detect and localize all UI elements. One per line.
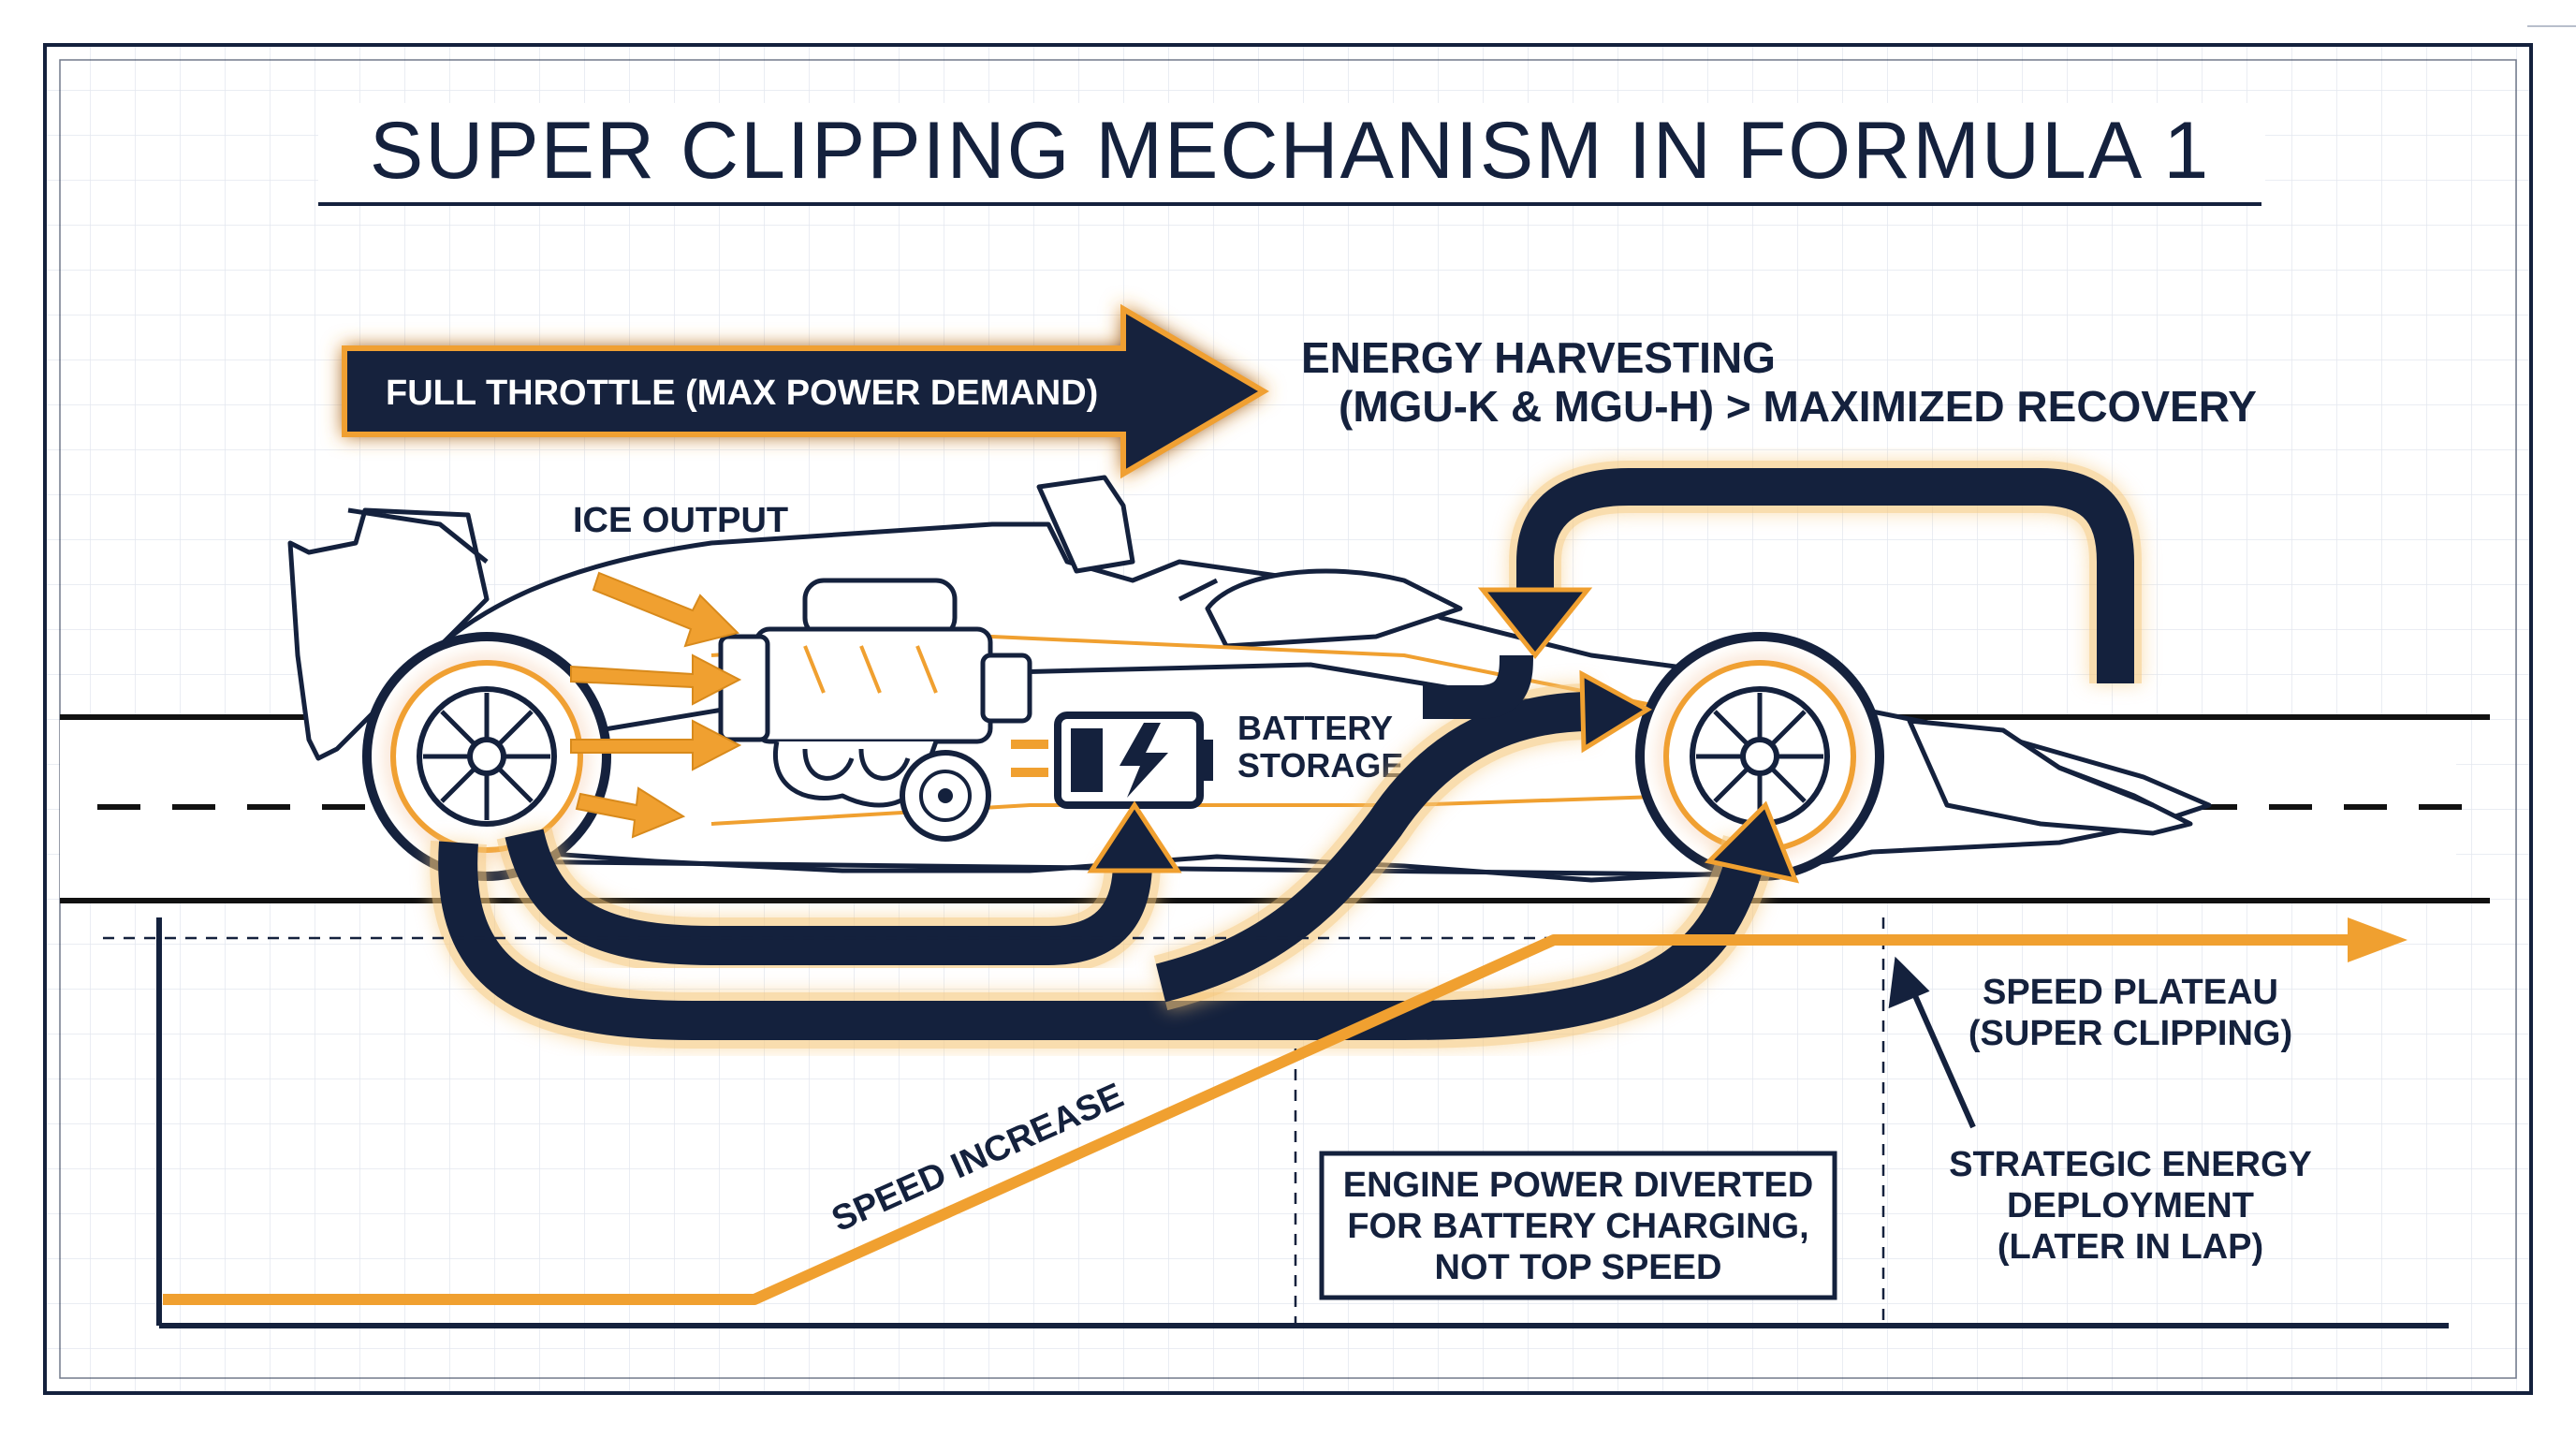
page-title: SUPER CLIPPING MECHANISM IN FORMULA 1 [370, 106, 2210, 196]
engine-power-label-2: FOR BATTERY CHARGING, [1347, 1207, 1808, 1246]
battery-bolt-icon [1011, 712, 1213, 809]
speed-curve [163, 917, 2408, 1305]
outer-frame [43, 43, 2533, 1395]
ice-output-arrows [570, 571, 742, 839]
strategic-deployment-label-2: DEPLOYMENT [2007, 1186, 2254, 1225]
v6-engine-icon [718, 578, 1032, 808]
strategic-deployment-label-3: (LATER IN LAP) [1998, 1227, 2263, 1267]
full-throttle-arrow [342, 303, 1269, 479]
speed-chart-axes [103, 917, 2449, 1328]
turbocharger-icon [900, 750, 991, 842]
strategic-deployment-label-1: STRATEGIC ENERGY [1949, 1145, 2312, 1184]
mgu-k-flow-arrows [430, 654, 1778, 1049]
battery-storage-label-2: STORAGE [1237, 746, 1403, 785]
speed-plateau-label-2: (SUPER CLIPPING) [1969, 1014, 2292, 1053]
engine-power-label-3: NOT TOP SPEED [1435, 1248, 1722, 1287]
battery-storage-label-1: BATTERY [1237, 709, 1393, 747]
engine-power-diverted-box: ENGINE POWER DIVERTED FOR BATTERY CHARGI… [1319, 1151, 1837, 1300]
mgu-harvest-loop-arrow [1477, 461, 2142, 683]
energy-harvesting-label: ENERGY HARVESTING [1301, 333, 1776, 382]
full-throttle-label: FULL THROTTLE (MAX POWER DEMAND) [386, 374, 1098, 413]
energy-recovery-label: (MGU-K & MGU-H) > MAXIMIZED RECOVERY [1339, 382, 2257, 431]
engine-power-label-1: ENGINE POWER DIVERTED [1343, 1166, 1814, 1205]
ice-output-label: ICE OUTPUT [573, 501, 788, 540]
strategic-pointer-arrow [1888, 956, 1976, 1129]
front-wheel [1635, 632, 1884, 881]
flow-arrowheads [1087, 669, 1800, 884]
rear-wheel [362, 632, 611, 881]
speed-plateau-label-1: SPEED PLATEAU [1983, 973, 2278, 1012]
